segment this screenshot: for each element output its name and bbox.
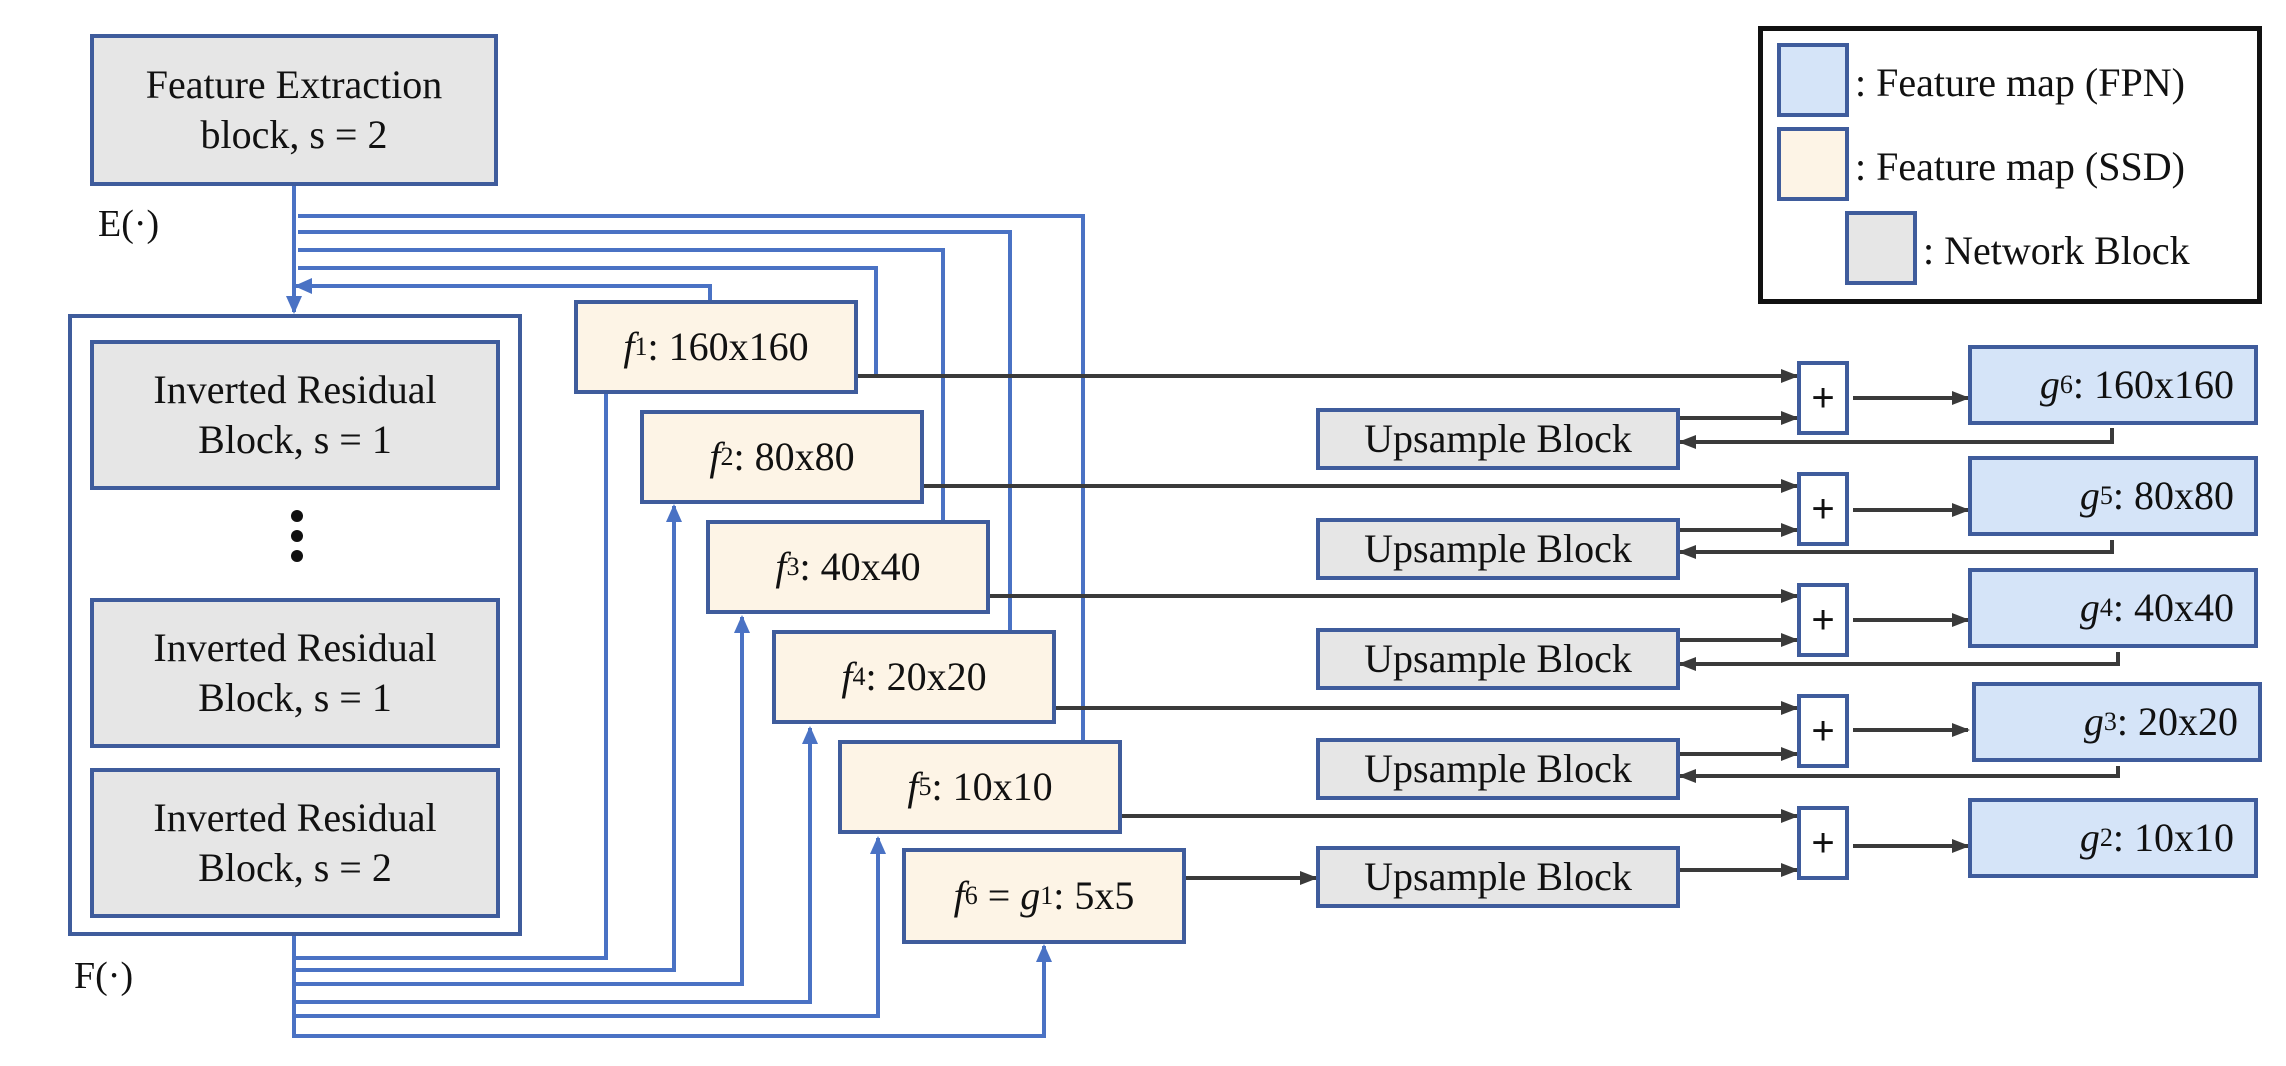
legend-ssd-label: : Feature map (SSD) xyxy=(1855,144,2185,189)
add-node-4: + xyxy=(1797,694,1849,768)
ssd-map-f2-var: f xyxy=(709,434,721,479)
inverted-block-2-line2: Block, s = 1 xyxy=(198,675,392,720)
ssd-map-f1-sub: 1 xyxy=(634,331,648,361)
f6-sub1: 6 xyxy=(964,880,978,910)
upsample-label: Upsample Block xyxy=(1364,636,1632,681)
ssd-map-f2-size: : 80x80 xyxy=(733,434,855,479)
fpn-map-g4-sub: 4 xyxy=(2099,592,2113,622)
legend-fpn-label: : Feature map (FPN) xyxy=(1855,60,2185,105)
plus-symbol: + xyxy=(1811,708,1835,753)
feature-extraction-block: Feature Extraction block, s = 2 xyxy=(90,34,498,186)
e-label: E(·) xyxy=(98,203,160,245)
inverted-block-2-line1: Inverted Residual xyxy=(153,625,437,670)
inverted-block-3-line1: Inverted Residual xyxy=(153,795,437,840)
fpn-map-g5-size: : 80x80 xyxy=(2112,473,2234,518)
ssd-map-f4-var: f xyxy=(841,654,853,699)
inverted-block-1-line2: Block, s = 1 xyxy=(198,417,392,462)
inverted-residual-block-3: Inverted Residual Block, s = 2 xyxy=(90,768,500,918)
add-node-3: + xyxy=(1797,583,1849,657)
fpn-map-g4-size: : 40x40 xyxy=(2112,585,2234,630)
upsample-label: Upsample Block xyxy=(1364,416,1632,461)
ssd-map-f2-sub: 2 xyxy=(720,441,734,471)
f6-var1: f xyxy=(953,873,965,918)
plus-symbol: + xyxy=(1811,375,1835,420)
inverted-block-1-line1: Inverted Residual xyxy=(153,367,437,412)
f6-size: : 5x5 xyxy=(1053,873,1135,918)
add-node-5: + xyxy=(1797,806,1849,880)
feature-feed-lines xyxy=(292,355,1052,1038)
ssd-map-f4-sub: 4 xyxy=(852,661,866,691)
add-node-1: + xyxy=(1797,361,1849,435)
ssd-map-f5-size: : 10x10 xyxy=(931,764,1053,809)
fpn-map-g6-var: g xyxy=(2039,362,2060,407)
ssd-map-f3-sub: 3 xyxy=(786,551,800,581)
ssd-map-f1-var: f xyxy=(623,324,635,369)
upsample-block-3: Upsample Block xyxy=(1316,628,1680,690)
ssd-map-f1-size: : 160x160 xyxy=(647,324,809,369)
upsample-block-2: Upsample Block xyxy=(1316,518,1680,580)
lateral-lines xyxy=(858,369,2120,885)
upsample-block-4: Upsample Block xyxy=(1316,738,1680,800)
fpn-map-g6-size: : 160x160 xyxy=(2072,362,2234,407)
f6-var2: g xyxy=(1020,873,1041,918)
legend-swatch-block xyxy=(1845,211,1917,285)
inverted-residual-block-2: Inverted Residual Block, s = 1 xyxy=(90,598,500,748)
inverted-block-3-line2: Block, s = 2 xyxy=(198,845,392,890)
plus-symbol: + xyxy=(1811,820,1835,865)
fpn-map-g5-sub: 5 xyxy=(2099,480,2113,510)
fpn-map-g2-size: : 10x10 xyxy=(2112,815,2234,860)
ssd-map-f3-size: : 40x40 xyxy=(799,544,921,589)
ssd-map-f4-size: : 20x20 xyxy=(865,654,987,699)
ssd-map-f5-sub: 5 xyxy=(918,771,932,801)
legend-swatch-fpn xyxy=(1777,43,1849,117)
f6-eq: = xyxy=(977,873,1021,918)
fpn-map-g3-var: g xyxy=(2083,699,2104,744)
fpn-map-g6-sub: 6 xyxy=(2059,369,2073,399)
feature-extraction-line2: block, s = 2 xyxy=(200,112,388,157)
feature-extraction-line1: Feature Extraction xyxy=(145,62,443,107)
fpn-map-g5-var: g xyxy=(2079,473,2100,518)
upsample-label: Upsample Block xyxy=(1364,746,1632,791)
upsample-block-5: Upsample Block xyxy=(1316,846,1680,908)
fpn-map-g4-var: g xyxy=(2079,585,2100,630)
ssd-map-f3-var: f xyxy=(775,544,787,589)
f6-sub2: 1 xyxy=(1040,880,1054,910)
upsample-label: Upsample Block xyxy=(1364,854,1632,899)
legend: : Feature map (FPN) : Feature map (SSD) … xyxy=(1758,26,2262,304)
ellipsis-dots xyxy=(291,510,303,570)
fpn-map-g2-var: g xyxy=(2079,815,2100,860)
upsample-label: Upsample Block xyxy=(1364,526,1632,571)
f-label: F(·) xyxy=(74,955,134,997)
fpn-map-g3-sub: 3 xyxy=(2103,706,2117,736)
legend-block-label: : Network Block xyxy=(1923,228,2190,273)
ssd-map-f5-var: f xyxy=(907,764,919,809)
legend-swatch-ssd xyxy=(1777,127,1849,201)
plus-symbol: + xyxy=(1811,486,1835,531)
fpn-map-g3-size: : 20x20 xyxy=(2116,699,2238,744)
upsample-block-1: Upsample Block xyxy=(1316,408,1680,470)
plus-symbol: + xyxy=(1811,597,1835,642)
inverted-residual-block-1: Inverted Residual Block, s = 1 xyxy=(90,340,500,490)
fpn-map-g2-sub: 2 xyxy=(2099,822,2113,852)
feedback-lines xyxy=(286,184,1085,744)
add-node-2: + xyxy=(1797,472,1849,546)
